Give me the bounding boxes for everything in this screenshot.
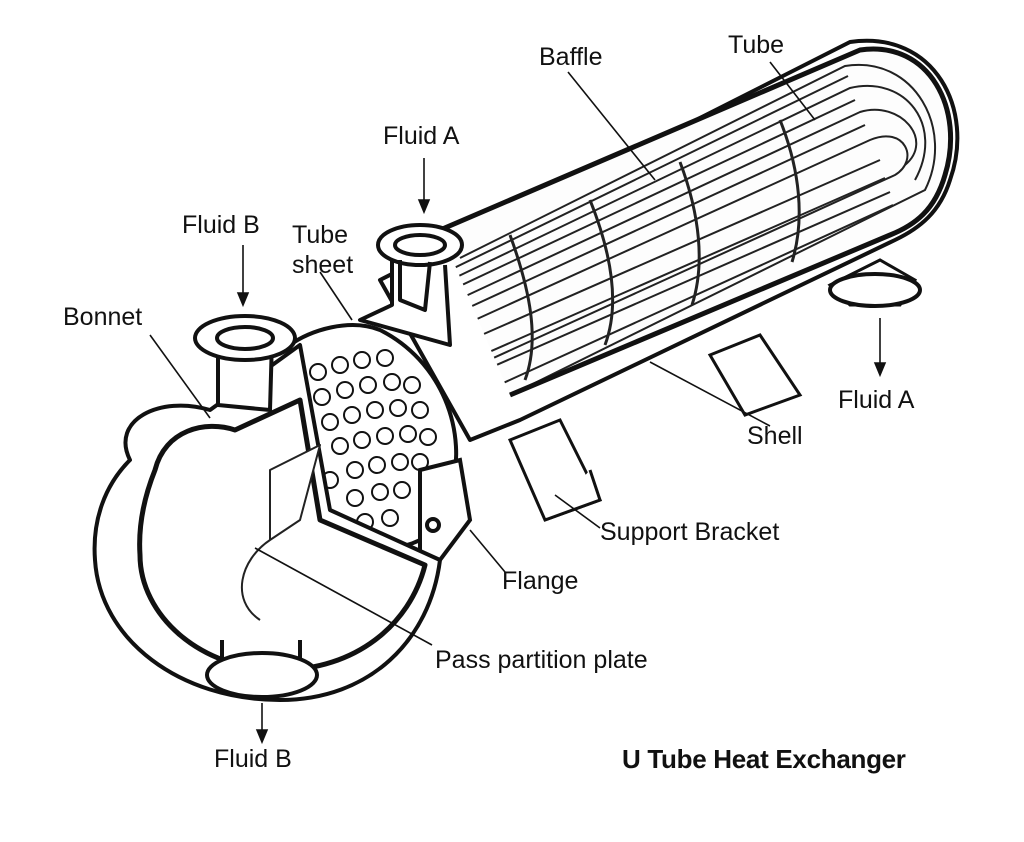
diagram-title: U Tube Heat Exchanger [622, 744, 906, 774]
label-flange: Flange [502, 567, 579, 595]
tube-sheet [287, 323, 459, 550]
label-shell: Shell [747, 422, 803, 450]
flow-arrows [236, 158, 887, 745]
baffles [508, 119, 801, 381]
leader-tube [769, 61, 816, 121]
arrow-fluid-b-in-head [236, 292, 250, 308]
fluid-a-inlet-nozzle [358, 223, 464, 347]
baffle [778, 119, 801, 263]
baffle [588, 199, 615, 346]
leader-baffle [567, 71, 656, 181]
label-fluid-b-outlet: Fluid B [214, 745, 292, 773]
arrow-fluid-b-out-head [255, 729, 269, 745]
arrow-fluid-a-in-head [417, 199, 431, 215]
leader-shell [649, 361, 771, 427]
baffle [678, 161, 701, 306]
fluid-b-inlet-nozzle [193, 314, 297, 412]
fluid-b-outlet-nozzle [205, 640, 319, 699]
arrow-fluid-a-out-head [873, 362, 887, 378]
flange [418, 457, 473, 563]
leader-pass-partition-plate [254, 547, 433, 646]
fluid-a-outlet-nozzle [828, 272, 922, 308]
shell-cutaway-edge [439, 46, 954, 398]
leader-support-bracket [554, 494, 601, 529]
label-tube: Tube [728, 31, 785, 59]
leader-bonnet [149, 334, 211, 419]
leader-tube-sheet [319, 271, 353, 321]
label-tube-sheet-line2: sheet [292, 251, 354, 279]
baffle [508, 234, 534, 381]
leader-lines [149, 61, 816, 646]
label-bonnet: Bonnet [63, 303, 143, 331]
label-fluid-a-outlet: Fluid A [838, 386, 915, 414]
label-fluid-a-inlet: Fluid A [383, 122, 460, 150]
label-baffle: Baffle [539, 43, 603, 71]
label-tube-sheet-line1: Tube [292, 221, 349, 249]
label-fluid-b-inlet: Fluid B [182, 211, 260, 239]
label-support-bracket: Support Bracket [600, 518, 780, 546]
label-pass-partition-plate: Pass partition plate [435, 646, 648, 674]
leader-flange [469, 529, 506, 573]
